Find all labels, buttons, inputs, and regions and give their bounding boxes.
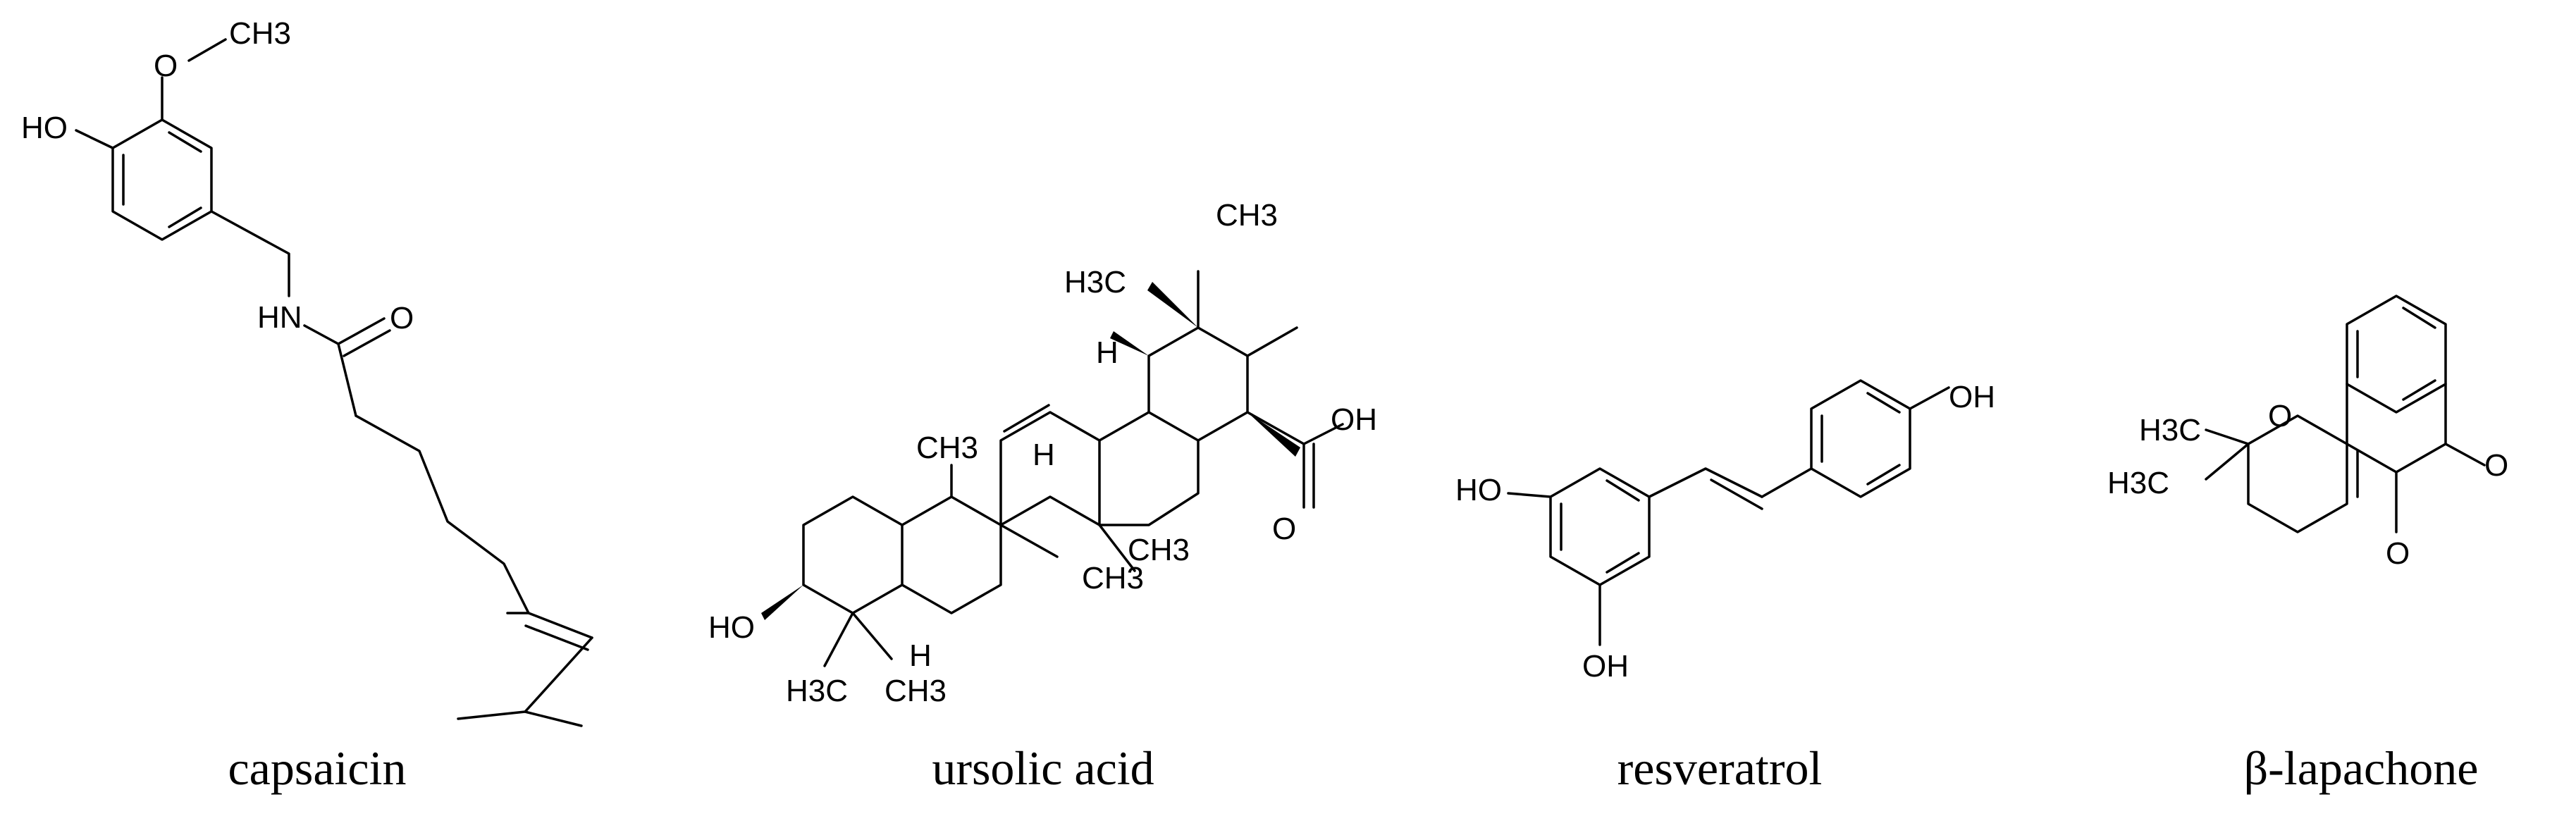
capsaicin-amine-label: HN xyxy=(257,300,302,335)
ursolic-hydroxyl-acid-label: OH xyxy=(1331,402,1377,437)
beta-lapachone-caption: β-lapachone xyxy=(2244,741,2479,795)
lapachone-methyl-top-label: H3C xyxy=(2139,413,2201,447)
lapachone-keto-oxygen-bottom-label: O xyxy=(2386,536,2410,571)
resveratrol-hydroxyl-left-label: HO xyxy=(1455,473,1502,507)
capsaicin-structure: CH3 O HO HN O capsaicin xyxy=(21,16,593,795)
ursolic-methyl-left-label: H3C xyxy=(1064,265,1126,299)
resveratrol-hydroxyl-bottom-label: OH xyxy=(1582,649,1629,684)
wedge-bond-h xyxy=(1110,331,1149,356)
ursolic-gem-methyl-left-label: H3C xyxy=(786,674,848,708)
capsaicin-hydroxyl-label: HO xyxy=(21,111,68,145)
ursolic-methyl-mid-label: CH3 xyxy=(916,431,978,465)
ursolic-acid-structure: CH3 H3C H OH O CH3 H CH3 CH3 HO H H3C CH… xyxy=(708,198,1377,795)
ursolic-acid-wedges xyxy=(761,282,1300,620)
resveratrol-bonds xyxy=(1507,379,1950,646)
ursolic-gem-methyl-right-label: CH3 xyxy=(885,674,947,708)
ursolic-methyl-c14-label: CH3 xyxy=(1128,533,1190,567)
ursolic-acid-bonds xyxy=(802,270,1344,667)
capsaicin-methoxy-oxygen-label: O xyxy=(154,49,178,83)
capsaicin-methyl-label: CH3 xyxy=(229,16,291,51)
resveratrol-hydroxyl-right-label: OH xyxy=(1949,380,1995,414)
ursolic-methyl-top-label: CH3 xyxy=(1216,198,1278,233)
ursolic-methyl-c8-label: CH3 xyxy=(1082,561,1144,595)
ursolic-carbonyl-oxygen-label: O xyxy=(1272,512,1296,546)
wedge-bond-oh xyxy=(761,585,803,620)
capsaicin-bonds xyxy=(75,38,593,727)
beta-lapachone-structure: H3C H3C O O O β-lapachone xyxy=(2107,295,2508,795)
ursolic-hydroxyl-label: HO xyxy=(708,610,755,645)
ursolic-hydrogen-c5-label: H xyxy=(909,638,932,673)
lapachone-methyl-bottom-label: H3C xyxy=(2107,466,2169,500)
wedge-bond-acid xyxy=(1247,412,1300,457)
capsaicin-carbonyl-oxygen-label: O xyxy=(390,301,414,335)
lapachone-ring-oxygen-label: O xyxy=(2268,399,2292,433)
lapachone-keto-oxygen-right-label: O xyxy=(2484,448,2508,483)
resveratrol-structure: HO OH OH resveratrol xyxy=(1455,379,1995,795)
ursolic-hydrogen-mid-label: H xyxy=(1033,438,1055,472)
capsaicin-caption: capsaicin xyxy=(228,741,407,795)
beta-lapachone-bonds xyxy=(2205,295,2486,533)
wedge-bond-ch3 xyxy=(1147,282,1198,328)
ursolic-acid-caption: ursolic acid xyxy=(932,741,1154,795)
resveratrol-caption: resveratrol xyxy=(1617,741,1823,795)
ursolic-hydrogen-upper-label: H xyxy=(1096,335,1118,370)
